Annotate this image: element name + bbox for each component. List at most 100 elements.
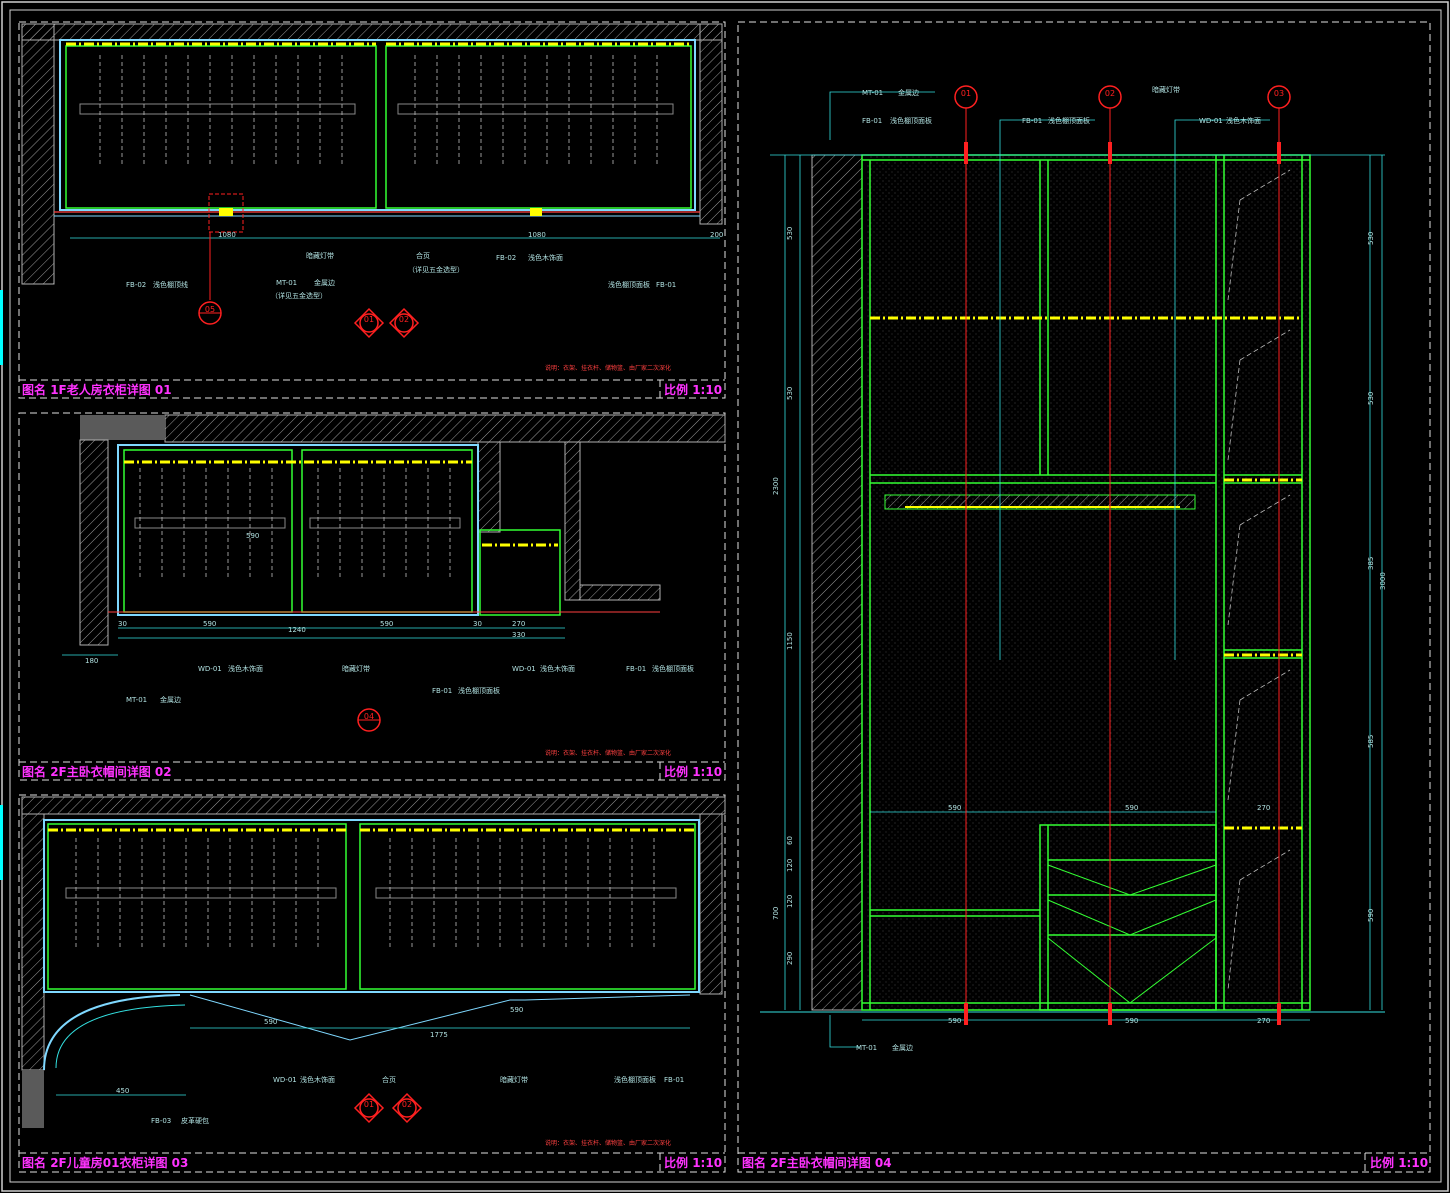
p1-remark: 说明：衣架、挂衣杆、储物篮、由厂家二次深化 <box>545 364 671 372</box>
panel-4-elevation <box>760 85 1385 1048</box>
p3-note-light: 暗藏灯带 <box>500 1075 528 1084</box>
p4-mid-dim-2: 590 <box>1125 804 1138 812</box>
panel-frames <box>18 21 1431 1173</box>
p4-ldim-4: 2300 <box>772 477 780 495</box>
p4-rdim-4: 585 <box>1367 735 1375 748</box>
panel-1-marker-labels: 05 01 02 <box>205 305 409 324</box>
panel-2-scale-value: 1:10 <box>692 765 723 779</box>
p2-remark: 说明：衣架、挂衣杆、储物篮、由厂家二次深化 <box>545 749 671 757</box>
p4-tag5: MT-01 <box>856 1044 877 1052</box>
p3-tag2-text: 浅色棚顶面板 <box>614 1075 656 1084</box>
p2-note-light: 暗藏灯带 <box>342 664 370 673</box>
p4-ldim-2: 530 <box>786 387 794 400</box>
p1-tag2-text: 金属边 <box>314 278 335 287</box>
p4-note-light: 暗藏灯带 <box>1152 85 1180 94</box>
p3-tag1-text: 浅色木饰面 <box>300 1075 335 1084</box>
panel-3-title-text: 2F儿童房01衣柜详图 03 <box>50 1156 189 1170</box>
p4-tag3-text: 浅色棚顶面板 <box>1048 116 1090 125</box>
panel-4-left-dims: 530 530 1150 2300 700 290 120 120 60 <box>772 227 794 965</box>
p4-ldim-5: 700 <box>772 907 780 920</box>
panel-2-title-text: 2F主卧衣帽间详图 02 <box>50 765 172 779</box>
panel-2-title-prefix: 图名 <box>22 765 47 779</box>
panel-3-title: 图名 2F儿童房01衣柜详图 03 <box>22 1154 188 1172</box>
p3-dim-r: 450 <box>116 1087 129 1095</box>
p2-dim-180: 180 <box>85 657 98 665</box>
panel-1-scale-value: 1:10 <box>692 383 723 397</box>
p4-bottom-dim-3: 270 <box>1257 1017 1270 1025</box>
panel-1-title-prefix: 图名 <box>22 383 47 397</box>
p2-tag4: FB-01 <box>432 687 452 695</box>
p4-rdim-3: 385 <box>1367 557 1375 570</box>
p1-note-hw: （详见五金选型） <box>408 265 464 274</box>
panel-3-scale-value: 1:10 <box>692 1156 723 1170</box>
p2-tag1-text: 浅色木饰面 <box>228 664 263 673</box>
panel-1-title: 图名 1F老人房衣柜详图 01 <box>22 381 172 399</box>
p3-dim-1: 590 <box>264 1018 277 1026</box>
p2-dim-30b: 30 <box>473 620 482 628</box>
p2-dim-30a: 30 <box>118 620 127 628</box>
p1-tag3-text: 浅色木饰面 <box>528 253 563 262</box>
p4-tag2: FB-01 <box>862 117 882 125</box>
p2-tag5-text: 金属边 <box>160 695 181 704</box>
p4-axis-03: 03 <box>1274 89 1284 98</box>
p4-ldim-1: 530 <box>786 227 794 240</box>
p3-tag3-text: 皮革硬包 <box>181 1116 209 1125</box>
panel-3-plan <box>21 796 726 1128</box>
panel-1-labels: 1080 1080 200 暗藏灯带 合页 （详见五金选型） （详见五金选型） … <box>126 231 723 372</box>
p4-tag3: FB-01 <box>1022 117 1042 125</box>
title-bars <box>19 379 1430 1172</box>
p2-dim-1: 590 <box>203 620 216 628</box>
p4-bottom-dim-2: 590 <box>1125 1017 1138 1025</box>
p4-tag5-text: 金属边 <box>892 1043 913 1052</box>
panel-4-labels: MT-01 金属边 FB-01 浅色棚顶面板 FB-01 浅色棚顶面板 WD-0… <box>856 85 1270 1052</box>
panel-1-scale: 比例 1:10 <box>664 381 722 399</box>
p2-tag4-text: 浅色棚顶面板 <box>458 686 500 695</box>
p4-mid-dim-3: 270 <box>1257 804 1270 812</box>
p4-tag2-text: 浅色棚顶面板 <box>890 116 932 125</box>
panel-3-scale-label: 比例 <box>664 1156 689 1170</box>
panel-4-title: 图名 2F主卧衣帽间详图 04 <box>742 1154 892 1172</box>
left-edge-marker-2 <box>0 805 3 880</box>
p3-marker-02: 02 <box>402 1100 412 1109</box>
p4-rdim-5: 590 <box>1367 909 1375 922</box>
panel-4-right-dims: 530 530 385 585 590 3000 <box>1367 232 1387 922</box>
p4-ldim-9: 60 <box>786 836 794 845</box>
panel-2-labels: 590 590 270 1240 330 180 30 30 暗藏灯带 590 … <box>85 532 694 757</box>
p4-tag4-text: 浅色木饰面 <box>1226 116 1261 125</box>
p2-dim-2: 590 <box>380 620 393 628</box>
panel-3-scale: 比例 1:10 <box>664 1154 722 1172</box>
panel-2-title: 图名 2F主卧衣帽间详图 02 <box>22 763 172 781</box>
p3-marker-01: 01 <box>364 1100 374 1109</box>
p1-tag4-text: 浅色棚顶面板 <box>608 280 650 289</box>
p1-marker-05: 05 <box>205 305 215 314</box>
p3-remark: 说明：衣架、挂衣杆、储物篮、由厂家二次深化 <box>545 1139 671 1147</box>
p1-dim-right: 1080 <box>528 231 546 239</box>
panel-3-markers <box>353 1092 423 1124</box>
p2-tag3-text: 浅色棚顶面板 <box>652 664 694 673</box>
p3-tag2: FB-01 <box>664 1076 684 1084</box>
panel-4-axis-labels: 01 02 03 <box>961 89 1284 98</box>
p1-note-light: 暗藏灯带 <box>306 251 334 260</box>
panel-3-title-prefix: 图名 <box>22 1156 47 1170</box>
sheet-inner-border <box>9 9 1442 1183</box>
p1-tag1-text: 浅色棚顶线 <box>153 280 188 289</box>
p4-rdim-6: 3000 <box>1379 572 1387 590</box>
panel-4-scale-value: 1:10 <box>1398 1156 1429 1170</box>
p1-tag4: FB-01 <box>656 281 676 289</box>
panel-1-title-text: 1F老人房衣柜详图 01 <box>50 383 172 397</box>
p2-tag2: WD-01 <box>512 665 536 673</box>
p3-dim-2: 590 <box>510 1006 523 1014</box>
p1-tag2: MT-01 <box>276 279 297 287</box>
p1-note-hw2: （详见五金选型） <box>271 291 327 300</box>
p4-axis-02: 02 <box>1105 89 1115 98</box>
p1-note-hinge: 合页 <box>416 251 430 260</box>
left-edge-marker <box>0 290 3 365</box>
p2-marker-04: 04 <box>364 712 374 721</box>
panel-3-labels: 1775 590 590 450 合页 暗藏灯带 WD-01 浅色木饰面 FB-… <box>116 1006 684 1147</box>
p2-dim-total: 1240 <box>288 626 306 634</box>
p4-rdim-1: 530 <box>1367 232 1375 245</box>
p4-ldim-6: 290 <box>786 952 794 965</box>
p4-tag1-text: 金属边 <box>898 88 919 97</box>
panel-4-title-prefix: 图名 <box>742 1156 767 1170</box>
